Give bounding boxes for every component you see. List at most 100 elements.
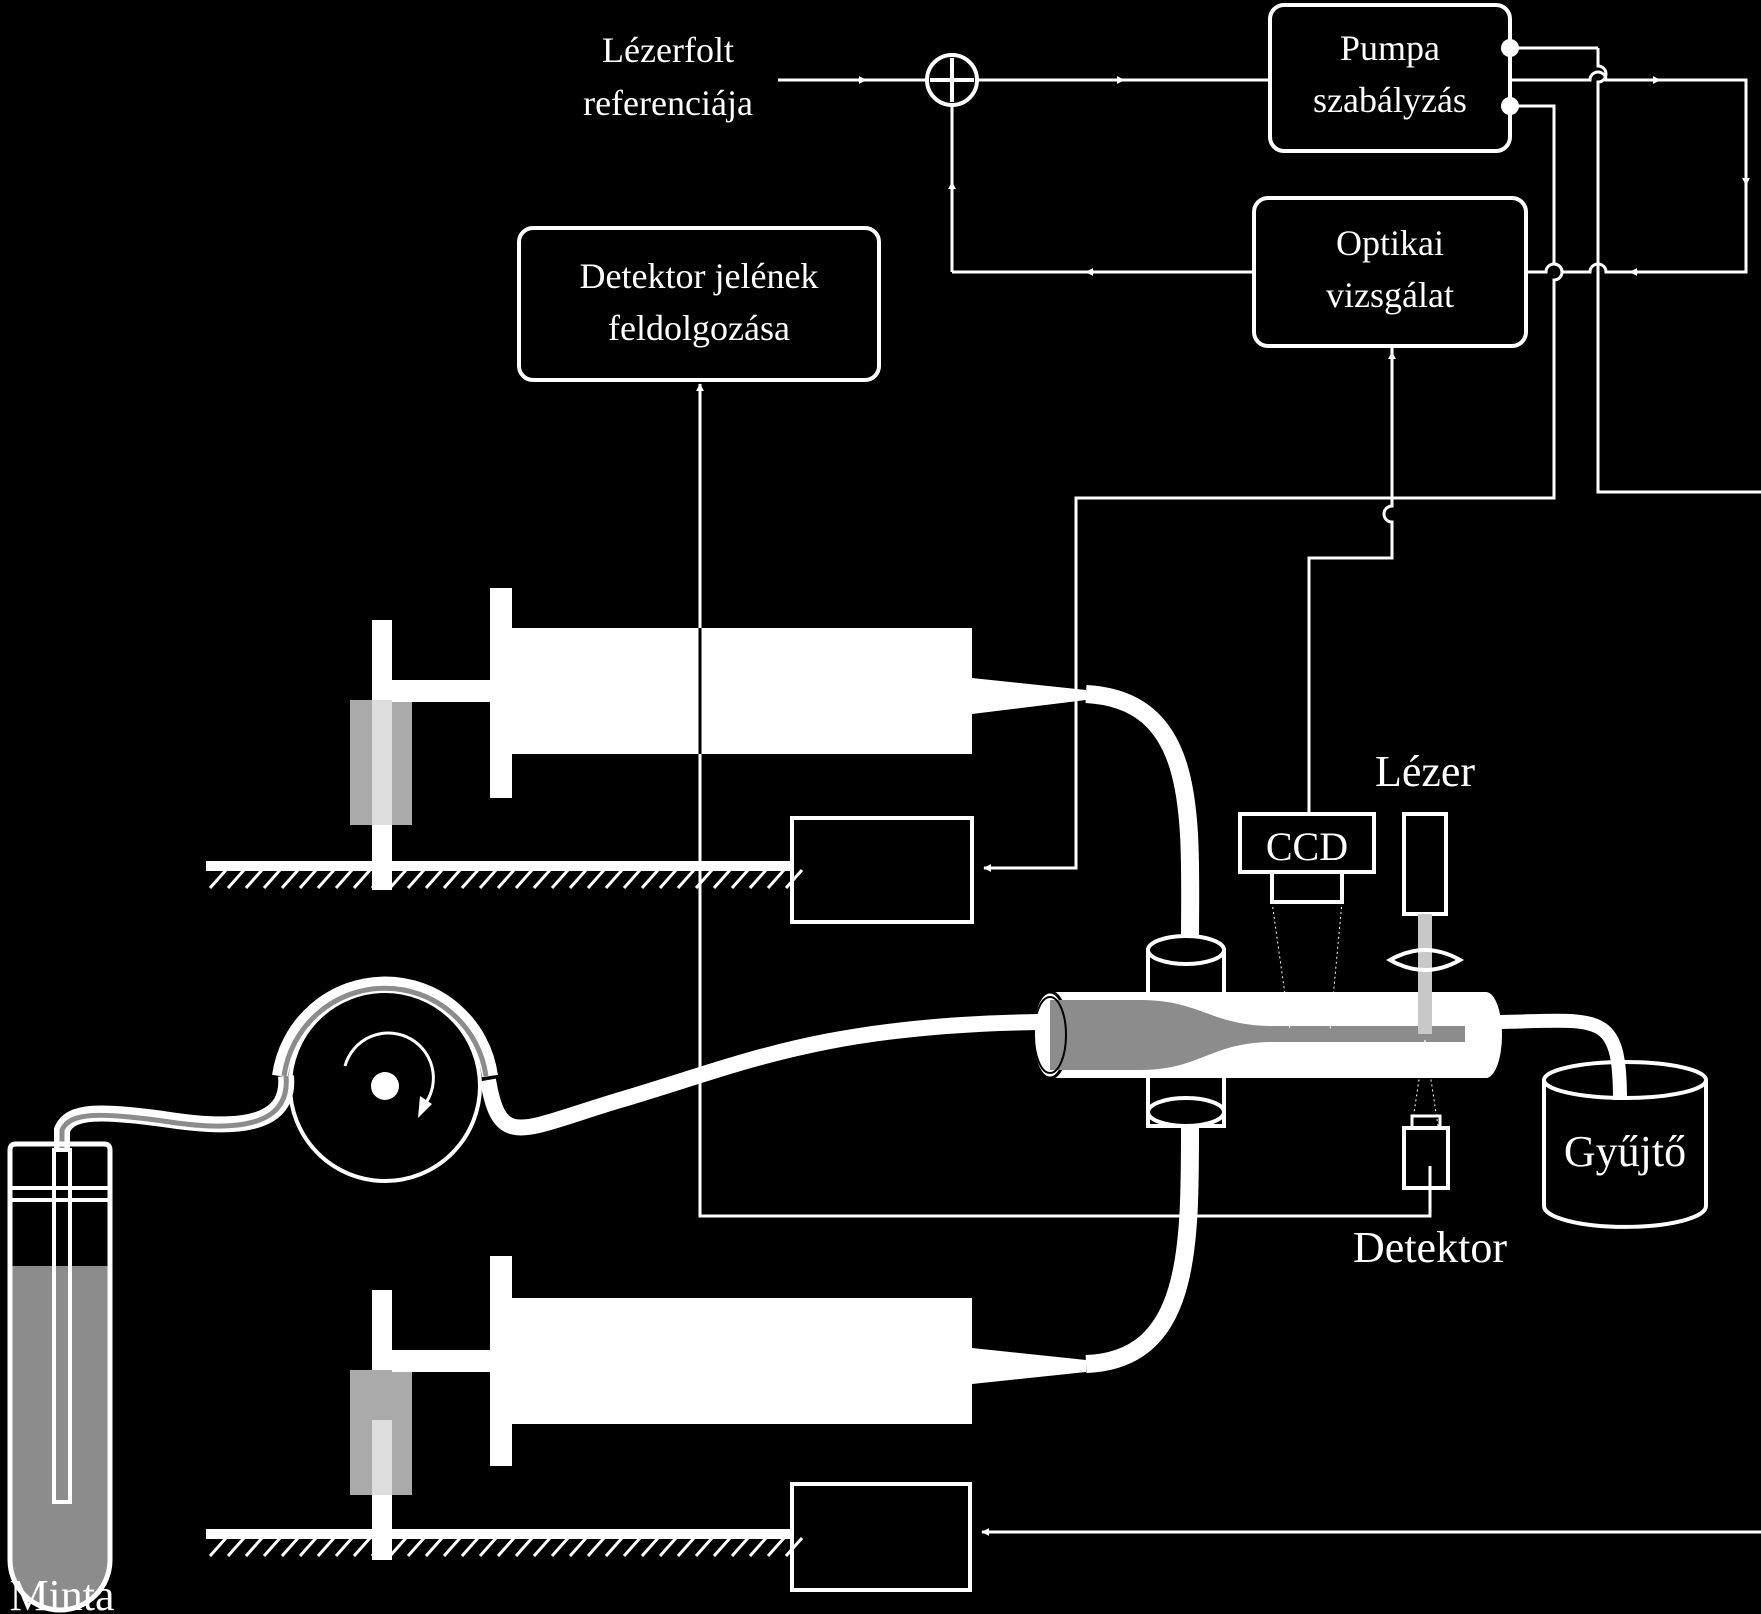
stage-hatch-mark — [316, 1537, 336, 1557]
pump-control-box: Pumpa szabályzás — [1268, 3, 1519, 153]
stage-hatch-mark — [442, 869, 462, 889]
stage-hatch-mark — [748, 1537, 768, 1557]
stage-hatch-mark — [766, 1537, 786, 1557]
stage-hatch-mark — [280, 1537, 300, 1557]
stage-hatch-mark — [370, 1537, 390, 1557]
tube-bottom — [1085, 1127, 1199, 1373]
stage-hatch-mark — [298, 869, 318, 889]
pump-rotor-center — [371, 1072, 399, 1100]
stage-hatch-mark — [280, 869, 300, 889]
stage-hatch-mark — [622, 1537, 642, 1557]
stage-hatch-mark — [712, 1537, 732, 1557]
detector-processing-box: Detektor jelének feldolgozása — [517, 226, 881, 382]
stage-hatch-mark — [748, 869, 768, 889]
summing-junction — [925, 53, 979, 107]
syringe-top — [350, 588, 1086, 890]
stage-hatch-mark — [352, 1537, 372, 1557]
stage-hatch-mark — [226, 869, 246, 889]
photo-detector — [1402, 1114, 1450, 1190]
rotation-arrow-icon — [343, 1031, 435, 1112]
stage-hatch-mark — [514, 869, 534, 889]
stage-hatch-mark — [334, 1537, 354, 1557]
stage-hatch-mark — [658, 869, 678, 889]
tube-outlet — [1499, 1013, 1627, 1101]
stage-hatch-mark — [730, 1537, 750, 1557]
stage-hatch-mark — [676, 1537, 696, 1557]
laser-lens — [1385, 948, 1465, 972]
collector-vessel: Gyűjtő — [1542, 1060, 1708, 1229]
stage-hatch-mark — [208, 869, 228, 889]
stage-hatch-mark — [730, 869, 750, 889]
stage-hatch-mark — [424, 1537, 444, 1557]
stage-hatch-mark — [262, 869, 282, 889]
stage-hatch-mark — [262, 1537, 282, 1557]
stage-hatch-mark — [604, 869, 624, 889]
detector-processing-label-1: Detektor jelének — [580, 256, 819, 296]
stage-hatch-mark — [712, 869, 732, 889]
stage-hatch-mark — [244, 869, 264, 889]
tube-top — [1085, 685, 1200, 943]
stage-hatch-mark — [478, 1537, 498, 1557]
stage-hatch-mark — [622, 869, 642, 889]
linear-stage-top — [206, 816, 974, 924]
stage-hatch-mark — [604, 1537, 624, 1557]
stage-hatch-mark — [568, 869, 588, 889]
laser-reference-label-1: Lézerfolt — [602, 30, 734, 70]
sample-tube — [7, 1141, 113, 1613]
stage-hatch-mark — [550, 869, 570, 889]
stage-hatch-mark — [640, 1537, 660, 1557]
flow-cell — [1030, 934, 1502, 1128]
signal-wires — [696, 46, 1761, 1536]
optical-inspection-label-1: Optikai — [1336, 223, 1444, 263]
stage-hatch-mark — [586, 1537, 606, 1557]
stage-hatch-mark — [496, 1537, 516, 1557]
stage-hatch-mark — [442, 1537, 462, 1557]
stage-hatch-mark — [766, 869, 786, 889]
stage-hatch-mark — [676, 869, 696, 889]
stage-hatch-mark — [406, 1537, 426, 1557]
stage-hatch-mark — [478, 869, 498, 889]
stage-hatch-mark — [640, 869, 660, 889]
stage-hatch-mark — [694, 1537, 714, 1557]
ccd-camera: CCD — [1238, 812, 1376, 1031]
pump-control-label-2: szabályzás — [1313, 80, 1467, 120]
stage-hatch-mark — [388, 1537, 408, 1557]
stage-hatch-mark — [460, 869, 480, 889]
laser-source — [1385, 812, 1465, 1127]
ccd-label: CCD — [1266, 824, 1348, 869]
stage-hatch-mark — [298, 1537, 318, 1557]
stage-hatch-mark — [352, 869, 372, 889]
detector-label: Detektor — [1353, 1223, 1507, 1272]
stage-hatch-mark — [424, 869, 444, 889]
optical-inspection-label-2: vizsgálat — [1326, 275, 1454, 315]
motor-top — [790, 816, 974, 924]
pump-control-label-1: Pumpa — [1340, 28, 1440, 68]
stage-hatch-mark — [658, 1537, 678, 1557]
sample-label: Minta — [9, 1571, 114, 1614]
collector-label: Gyűjtő — [1564, 1127, 1686, 1176]
stage-hatch-mark — [370, 869, 390, 889]
stage-hatch-mark — [460, 1537, 480, 1557]
tube-sample-to-cell — [480, 1014, 1041, 1136]
stage-hatch-mark — [406, 869, 426, 889]
stage-hatch-mark — [532, 1537, 552, 1557]
stage-hatch-mark — [568, 1537, 588, 1557]
stage-hatch-mark — [388, 869, 408, 889]
laser-reference-label-2: referenciája — [583, 83, 753, 123]
stage-hatch-mark — [208, 1537, 228, 1557]
stage-hatch-mark — [532, 869, 552, 889]
stage-hatch-mark — [694, 869, 714, 889]
linear-stage-bottom — [206, 1482, 972, 1592]
stage-hatch-mark — [496, 869, 516, 889]
detector-processing-label-2: feldolgozása — [608, 308, 790, 348]
optical-inspection-box: Optikai vizsgálat — [1252, 196, 1528, 348]
stage-hatch-mark — [514, 1537, 534, 1557]
laser-label: Lézer — [1375, 747, 1475, 796]
stage-hatch-mark — [586, 869, 606, 889]
motor-bottom — [790, 1482, 972, 1592]
peristaltic-pump — [272, 976, 498, 1183]
stage-hatch-mark — [226, 1537, 246, 1557]
stage-hatch-mark — [550, 1537, 570, 1557]
